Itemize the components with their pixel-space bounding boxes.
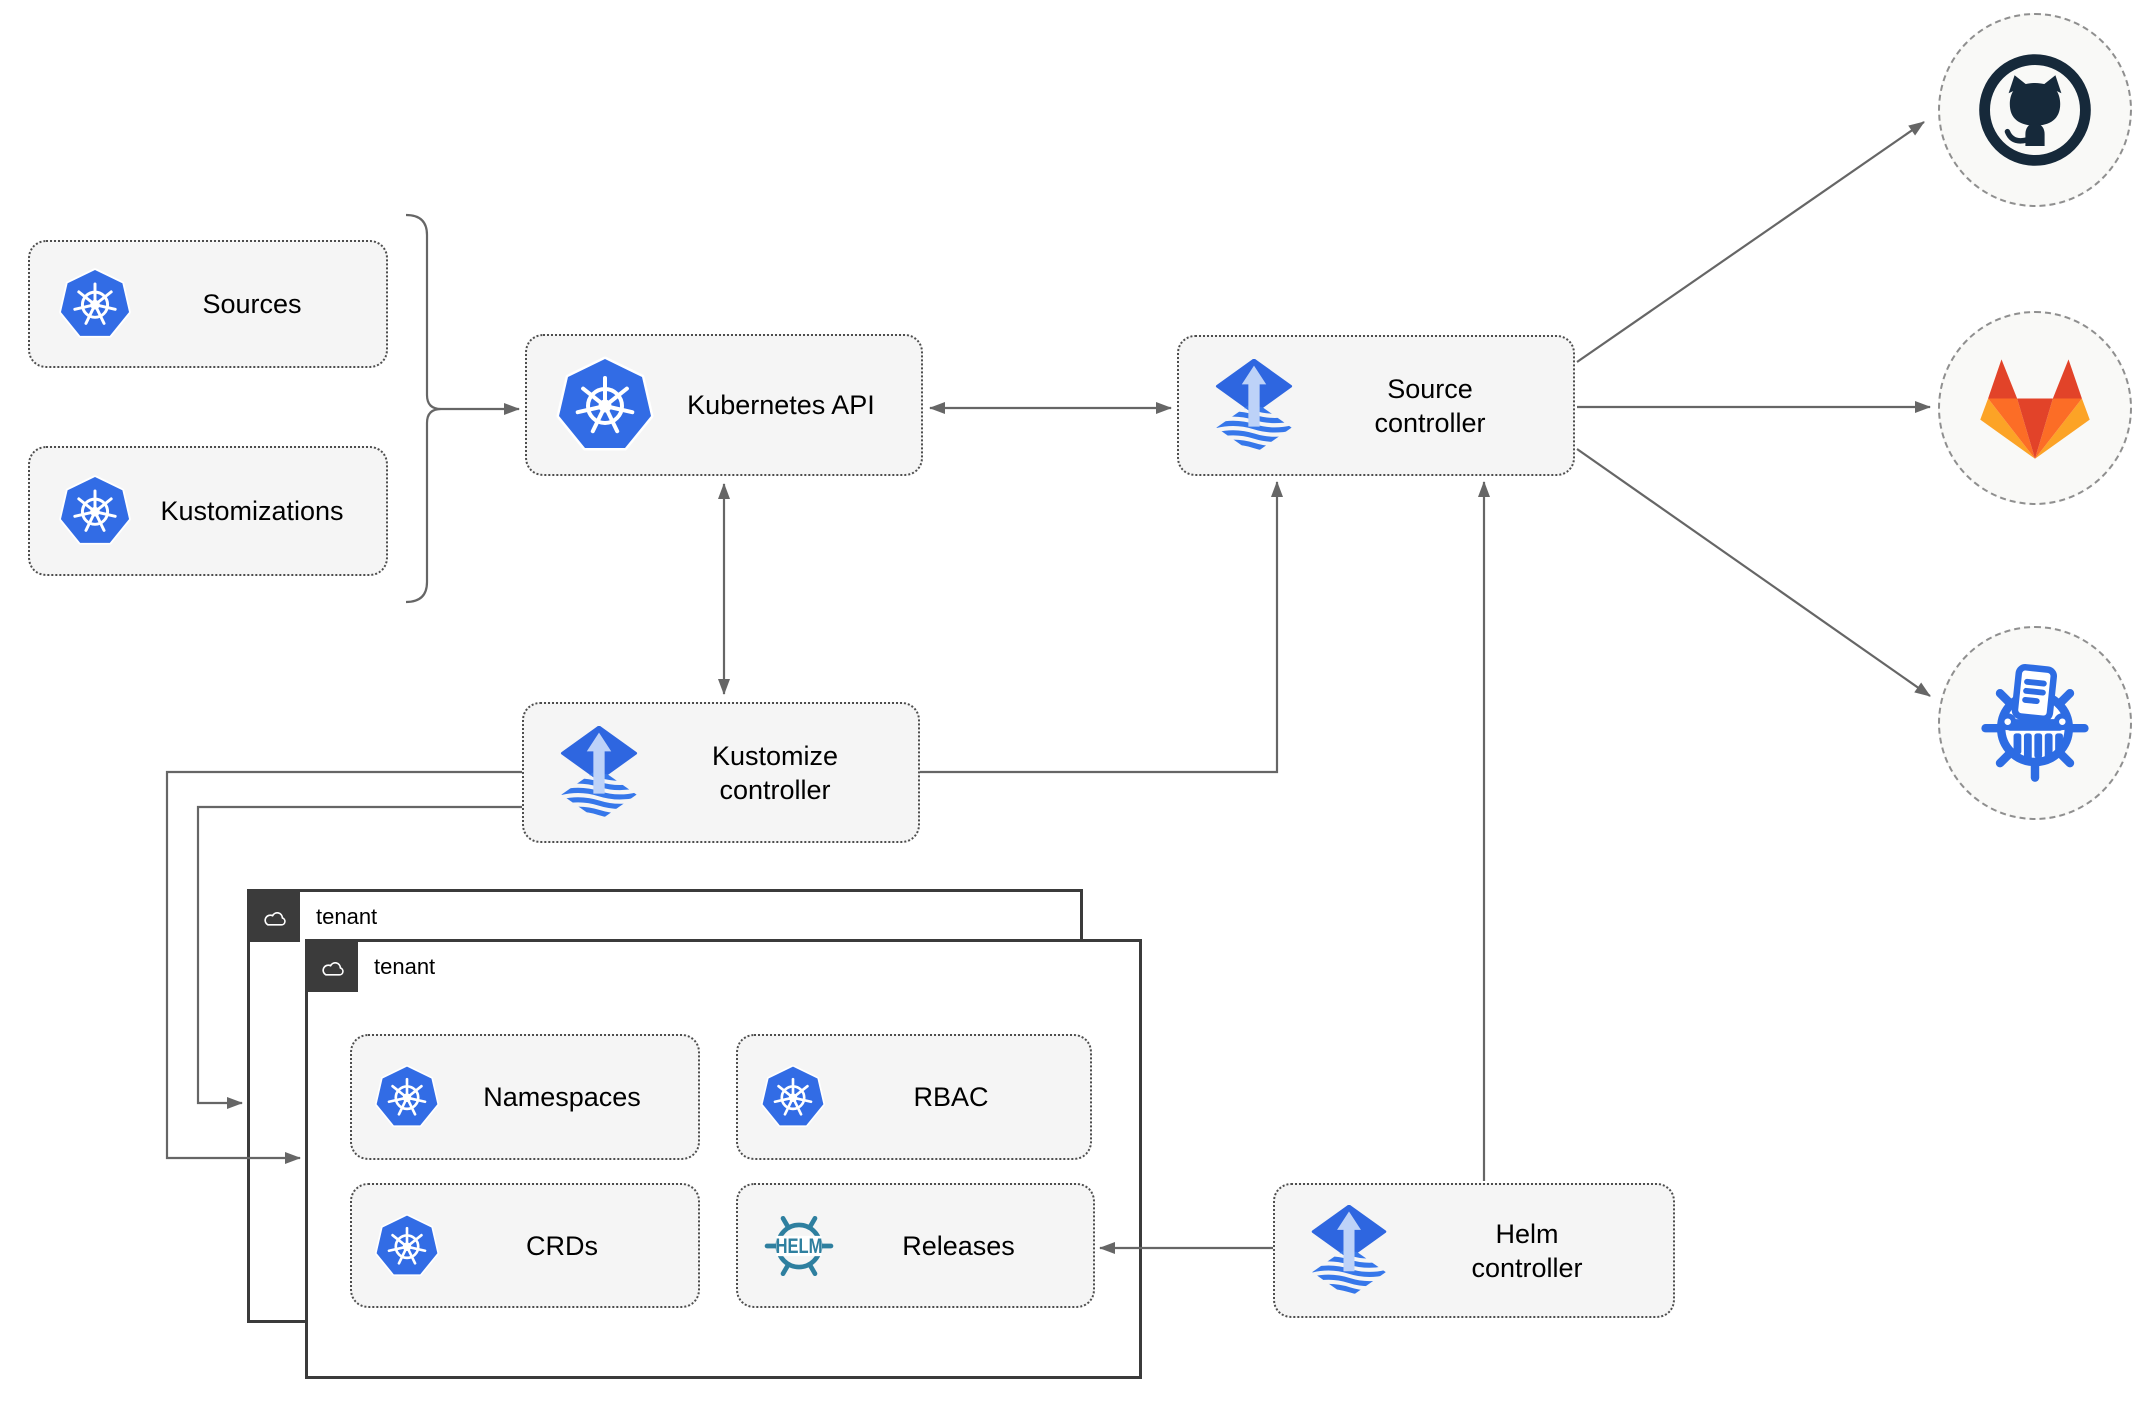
node-namespaces: Namespaces bbox=[350, 1034, 700, 1160]
node-label: Releases bbox=[902, 1230, 1015, 1261]
tenant-label: tenant bbox=[316, 904, 378, 929]
flux-icon bbox=[1207, 359, 1301, 453]
arrow-source-kustomize-repo bbox=[1576, 448, 1931, 697]
node-releases: Releases bbox=[736, 1183, 1095, 1308]
label-line2: controller bbox=[1471, 1252, 1583, 1283]
label-line2: controller bbox=[1374, 407, 1486, 438]
helm-icon bbox=[760, 1207, 838, 1285]
provider-gitlab bbox=[1938, 311, 2132, 505]
node-kustomizations: Kustomizations bbox=[28, 446, 388, 576]
node-kubernetes-api: Kubernetes API bbox=[525, 334, 923, 476]
arrow-kustomizectrl-source bbox=[920, 481, 1283, 774]
node-label: Kustomizations bbox=[160, 496, 344, 526]
tenant-label: tenant bbox=[374, 954, 436, 979]
node-label: Helm controller bbox=[1395, 1217, 1673, 1285]
node-label: Kubernetes API bbox=[687, 390, 875, 420]
kustomize-shredder-wheel-icon bbox=[1970, 658, 2100, 788]
node-label: CRDs bbox=[526, 1230, 598, 1261]
cloud-icon bbox=[259, 906, 291, 929]
arrow-source-github bbox=[1576, 121, 1925, 363]
label-line2: controller bbox=[719, 774, 831, 805]
kubernetes-icon bbox=[760, 1064, 826, 1130]
node-label: Source controller bbox=[1301, 372, 1573, 440]
node-source-controller: Source controller bbox=[1177, 335, 1575, 476]
cloud-icon bbox=[317, 956, 349, 979]
node-label: Namespaces bbox=[483, 1082, 641, 1112]
node-crds: CRDs bbox=[350, 1183, 700, 1308]
kubernetes-icon bbox=[374, 1213, 440, 1279]
node-sources: Sources bbox=[28, 240, 388, 368]
tenant-badge bbox=[308, 942, 358, 992]
label-line1: Source bbox=[1387, 373, 1473, 404]
flux-icon bbox=[1303, 1205, 1395, 1297]
node-label: Kustomize controller bbox=[646, 739, 918, 807]
node-rbac: RBAC bbox=[736, 1034, 1092, 1160]
tenant-badge bbox=[250, 892, 300, 942]
node-label: Sources bbox=[202, 289, 302, 319]
label-line1: Kustomize bbox=[711, 740, 839, 771]
kubernetes-icon bbox=[555, 355, 655, 455]
github-octocat-icon bbox=[1975, 50, 2095, 170]
flux-icon bbox=[552, 726, 646, 820]
provider-github bbox=[1938, 13, 2132, 207]
grouping-brace bbox=[405, 213, 442, 604]
label-line1: Helm bbox=[1495, 1218, 1559, 1249]
node-kustomize-controller: Kustomize controller bbox=[522, 702, 920, 843]
kubernetes-icon bbox=[58, 474, 132, 548]
node-label: RBAC bbox=[913, 1082, 989, 1112]
gitlab-fox-icon bbox=[1979, 356, 2091, 461]
kubernetes-icon bbox=[374, 1064, 440, 1130]
kubernetes-icon bbox=[58, 267, 132, 341]
provider-kustomize bbox=[1938, 626, 2132, 820]
node-helm-controller: Helm controller bbox=[1273, 1183, 1675, 1318]
